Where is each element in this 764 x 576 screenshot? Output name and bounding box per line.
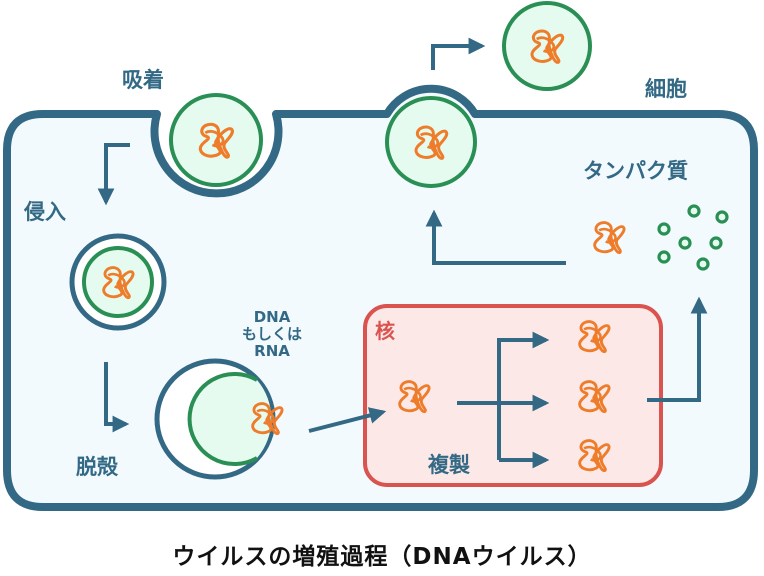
arrows [97, 37, 708, 469]
label-adsorption: 吸着 [122, 68, 164, 92]
label-nucleus: 核 [375, 319, 395, 343]
protein-dots [657, 204, 729, 271]
protein-dot [678, 236, 692, 250]
virus-endosome [69, 233, 167, 331]
protein-dot [687, 204, 701, 218]
protein-dot [657, 250, 671, 264]
label-cell: 細胞 [645, 77, 687, 101]
virus-budding [385, 96, 477, 188]
arrow-to-assembly [425, 209, 566, 265]
protein-dot [696, 257, 710, 271]
virus-released [502, 1, 592, 91]
virus-adsorbing [169, 93, 263, 187]
label-uncoating: 脱殻 [76, 455, 118, 479]
capsid-open [189, 374, 272, 464]
capsid-icon [187, 372, 258, 466]
label-genome-line2: もしくは [241, 325, 302, 343]
virus-uncoating [154, 358, 284, 480]
label-genome: DNA もしくは RNA [236, 309, 308, 360]
label-genome-line3: RNA [254, 342, 290, 360]
arrow-entry [97, 143, 130, 206]
label-protein: タンパク質 [583, 159, 688, 183]
arrow-uncoating [104, 362, 130, 433]
protein-dot [715, 210, 729, 224]
arrow-to-nucleus [308, 407, 387, 433]
diagram-title: ウイルスの増殖過程（DNAウイルス） [172, 544, 592, 570]
label-entry: 侵入 [24, 200, 66, 224]
label-genome-line1: DNA [253, 308, 291, 326]
arrow-release [431, 37, 486, 70]
arrow-to-protein [647, 296, 708, 402]
arrow-replicate-top [497, 331, 550, 460]
protein-dot [657, 222, 671, 236]
protein-dot [709, 236, 723, 250]
label-replication: 複製 [428, 453, 470, 477]
